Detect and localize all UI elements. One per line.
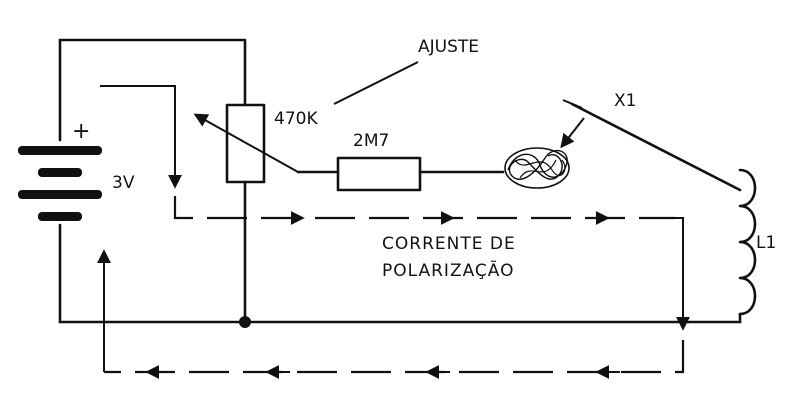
battery-voltage-label: 3V: [112, 173, 135, 193]
junction-node: [239, 316, 251, 328]
whisker-wire: [570, 102, 742, 192]
top-wire: [58, 38, 247, 107]
flow-path-return: [104, 340, 685, 374]
resistor-2m7: [336, 156, 422, 192]
battery-plate-long: [18, 146, 102, 155]
battery: [18, 38, 102, 324]
ajuste-label: AJUSTE: [418, 37, 479, 57]
flow-path-right: [173, 196, 675, 220]
pot-wiper-arrow: [193, 113, 299, 173]
whisker-arrow: [560, 117, 585, 149]
potentiometer-label: 470K: [274, 109, 318, 129]
coil-label: L1: [756, 233, 776, 253]
battery-plate-short: [38, 212, 82, 221]
crystal-detector: [504, 147, 570, 189]
coil-l1: [738, 168, 757, 316]
resistor-label: 2M7: [353, 131, 389, 151]
flow-arrow-down-right: [655, 217, 690, 331]
battery-plate-short: [38, 168, 82, 177]
ajuste-pointer-line: [333, 61, 419, 105]
battery-plus-label: +: [72, 119, 90, 144]
battery-plate-long: [18, 190, 102, 199]
current-label-line1: CORRENTE DE: [382, 234, 516, 254]
current-label-line2: POLARIZAÇÃO: [382, 259, 515, 281]
flow-arrow-down: [100, 85, 182, 189]
detector-label: X1: [614, 91, 636, 111]
